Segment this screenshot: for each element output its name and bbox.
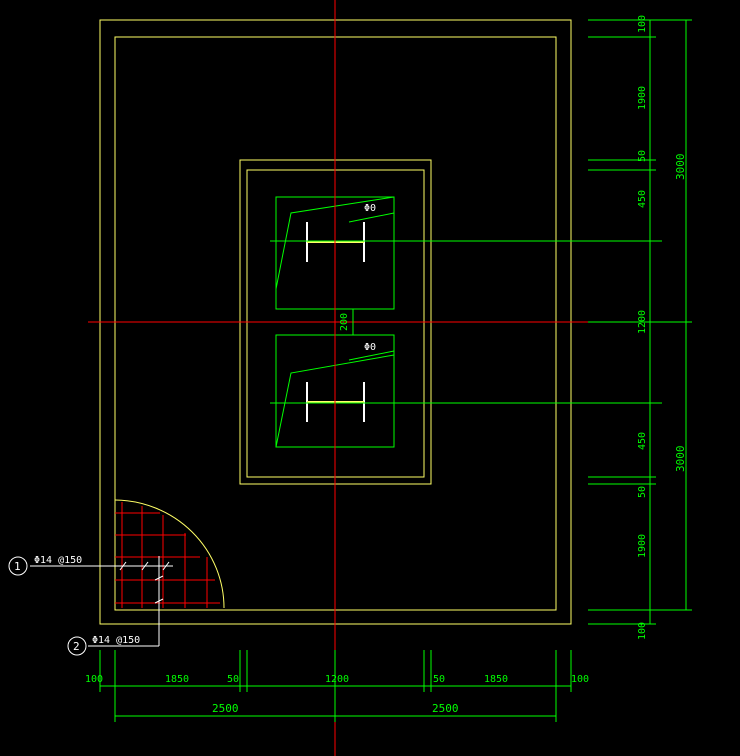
anchor-label-upper: Φ0	[364, 203, 376, 214]
dim-right-50-top: 50	[637, 150, 648, 162]
dim-right-100-bottom: 100	[637, 622, 648, 640]
dim-bottom-1200: 1200	[325, 674, 349, 685]
dim-bottom-total-left: 2500	[212, 702, 239, 715]
bottom-dimension-lines	[99, 650, 572, 722]
anchor-label-lower: Φ0	[364, 342, 376, 353]
dim-right-1200: 1200	[637, 310, 648, 334]
gap-dimension-text: 200	[339, 313, 350, 331]
dim-right-450-bottom: 450	[637, 432, 648, 450]
dim-bottom-50-left: 50	[227, 674, 239, 685]
dim-bottom-100-right: 100	[571, 674, 589, 685]
right-dimension-lines	[588, 19, 692, 625]
dim-right-1900-top: 1900	[637, 86, 648, 110]
dim-bottom-100-left: 100	[85, 674, 103, 685]
rebar-label-1: Φ14 @150	[34, 555, 82, 566]
dim-bottom-total-right: 2500	[432, 702, 459, 715]
dim-right-total-top: 3000	[674, 154, 687, 181]
rebar-label-2: Φ14 @150	[92, 635, 140, 646]
dim-bottom-1850-right: 1850	[484, 674, 508, 685]
dim-bottom-50-right: 50	[433, 674, 445, 685]
rebar-detail	[114, 499, 225, 609]
dim-right-450-top: 450	[637, 190, 648, 208]
rebar-marker-1-text: 1	[14, 560, 21, 573]
dim-bottom-1850-left: 1850	[165, 674, 189, 685]
rebar-marker-2-text: 2	[73, 640, 80, 653]
rebar-marker-1	[8, 556, 28, 576]
dim-right-50-bottom: 50	[637, 486, 648, 498]
rebar-leaders	[30, 556, 173, 647]
dim-right-100-top: 100	[637, 15, 648, 33]
dim-right-total-bottom: 3000	[674, 446, 687, 473]
rebar-marker-2	[67, 636, 87, 656]
dim-right-1900-bottom: 1900	[637, 534, 648, 558]
